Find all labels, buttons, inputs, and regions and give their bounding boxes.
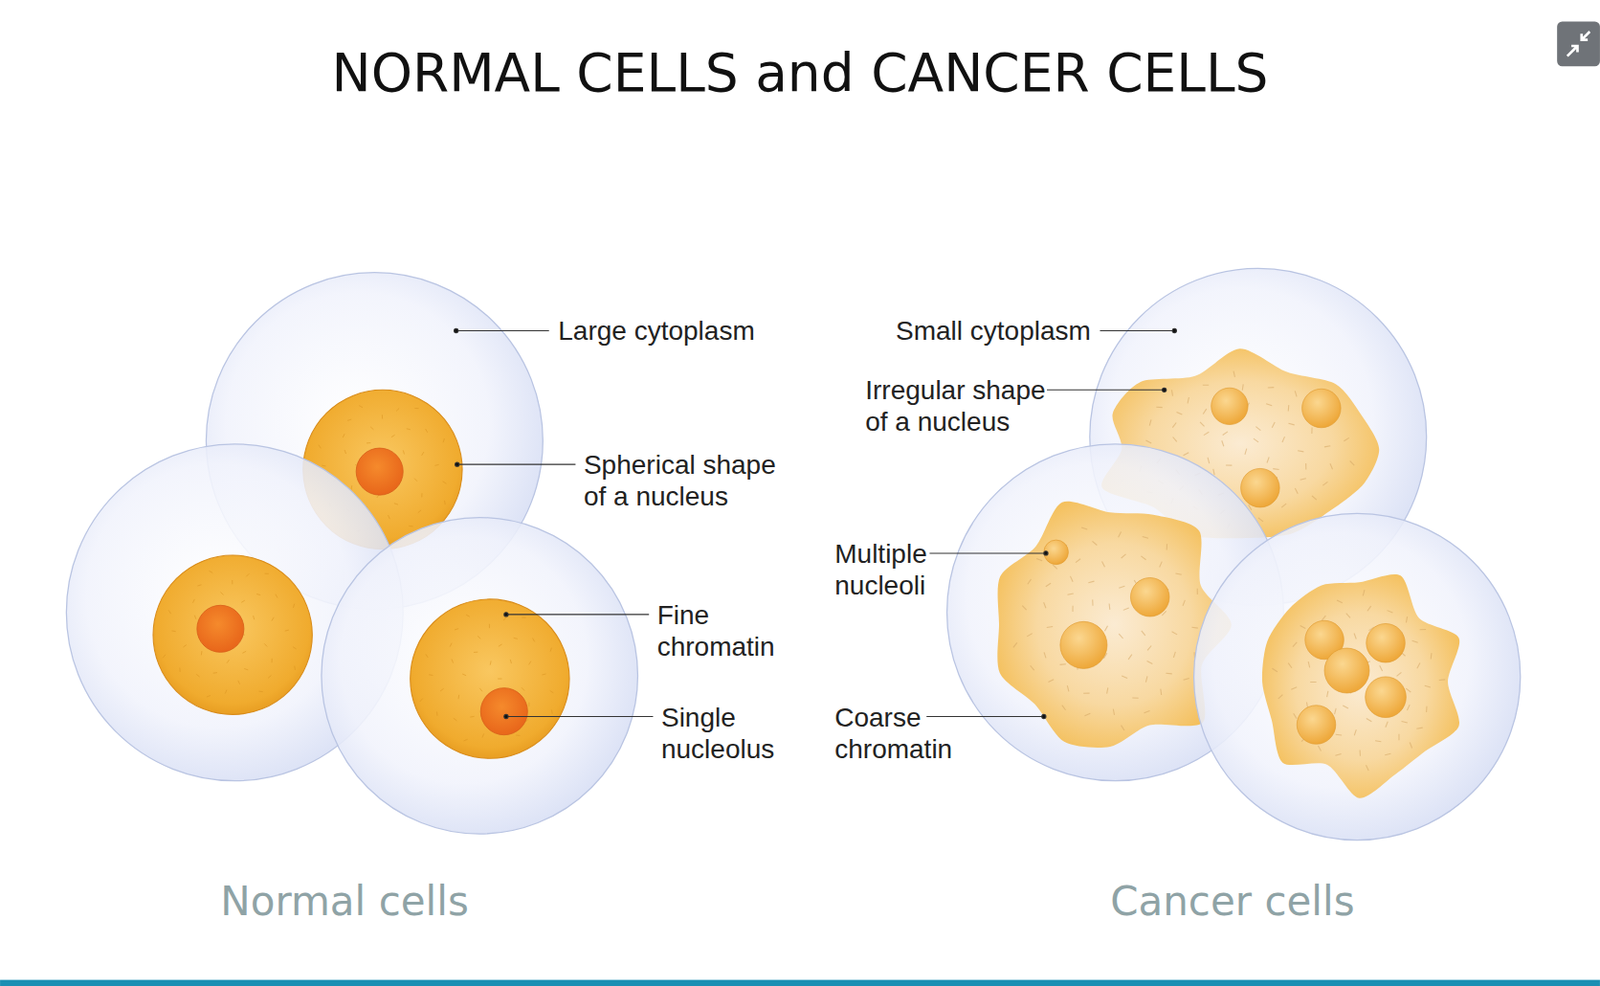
callout-label: Multiple nucleoli [834, 537, 964, 601]
callout-label: Irregular shape of a nucleus [865, 374, 1071, 438]
callout-label: Spherical shape of a nucleus [583, 448, 790, 512]
callout-label: Fine chromatin [657, 599, 792, 663]
cancer-cell [1194, 512, 1521, 840]
callout-label: Large cytoplasm [557, 314, 755, 347]
panel-caption: Cancer cells [1110, 877, 1355, 925]
panel-caption: Normal cells [220, 877, 468, 925]
normal-cell [321, 517, 639, 835]
callout-label: Small cytoplasm [895, 314, 1091, 347]
callout-label: Coarse chromatin [834, 701, 974, 765]
callout-label: Single nucleolus [661, 701, 805, 765]
diagram-title: NORMAL CELLS and CANCER CELLS [0, 42, 1600, 104]
